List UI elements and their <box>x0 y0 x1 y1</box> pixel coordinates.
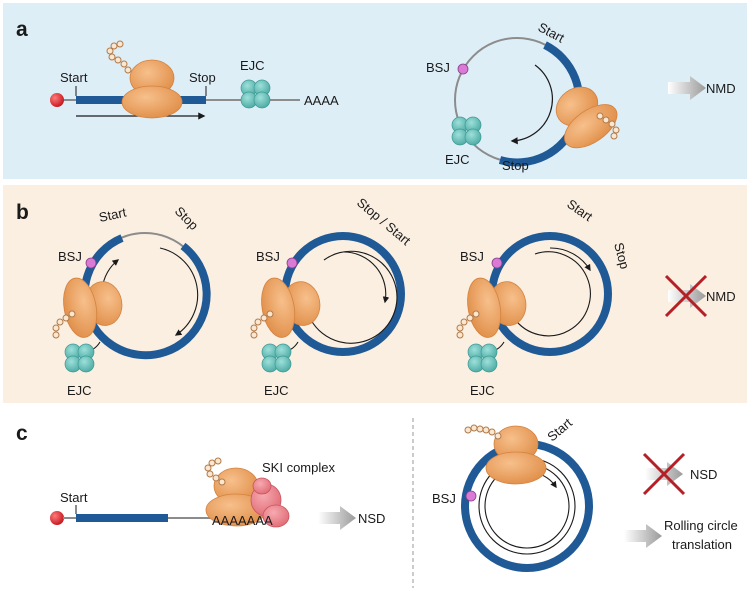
nmd-outcome-label: NMD <box>706 289 736 304</box>
bsj-dot <box>491 257 503 269</box>
panel-b-background <box>3 185 747 403</box>
ejc-label: EJC <box>67 383 92 398</box>
panel-a-letter: a <box>16 18 28 41</box>
coding-region <box>76 514 168 522</box>
start-label: Start <box>60 490 88 505</box>
panel-c-letter: c <box>16 422 28 445</box>
ski-complex-icon <box>250 477 290 528</box>
circrna-orf <box>80 234 211 360</box>
flow-arrow-icon <box>318 506 356 530</box>
ejc-label: EJC <box>240 58 265 73</box>
bsj-label: BSJ <box>58 249 82 264</box>
panel-a-background <box>3 3 747 179</box>
mrna-cap <box>50 93 64 107</box>
bsj-dot <box>465 490 477 502</box>
nsd-outcome-label: NSD <box>690 467 717 482</box>
start-label: Start <box>98 204 128 224</box>
start-label: Start <box>544 415 575 444</box>
stop-label: Stop <box>611 241 632 271</box>
flow-arrow-icon <box>624 524 662 548</box>
nsd-outcome-label: NSD <box>358 511 385 526</box>
start-label: Start <box>60 70 88 85</box>
bsj-label: BSJ <box>426 60 450 75</box>
ejc-label: EJC <box>264 383 289 398</box>
panel-b-letter: b <box>16 201 29 224</box>
bsj-dot <box>85 257 97 269</box>
circrna-translation-arrow <box>159 247 199 336</box>
rolling-circle-label: Rolling circle <box>664 518 738 533</box>
stop-label: Stop <box>502 158 529 173</box>
nascent-peptide-icon <box>204 457 226 486</box>
circrna-translation-arrow <box>343 251 390 304</box>
bsj-label: BSJ <box>432 491 456 506</box>
ejc-label: EJC <box>445 152 470 167</box>
mrna-cap <box>50 511 64 525</box>
ski-complex-label: SKI complex <box>262 460 335 475</box>
bsj-dot <box>457 63 469 75</box>
bsj-label: BSJ <box>256 249 280 264</box>
circrna-translation-arrow <box>513 251 591 337</box>
circrna-translation-arrow <box>549 247 591 272</box>
bsj-dot <box>286 257 298 269</box>
bsj-label: BSJ <box>460 249 484 264</box>
circrna-translation-arrow <box>310 250 398 344</box>
panel-c-linear-mrna: Start <box>50 490 212 525</box>
nmd-outcome-label: NMD <box>706 81 736 96</box>
circrna-translation-arrow <box>510 64 553 145</box>
polya-tail-label: AAAAAAA <box>212 513 273 528</box>
rolling-translation-label: translation <box>672 537 732 552</box>
nascent-peptide-icon <box>464 424 502 440</box>
stop-label: Stop <box>189 70 216 85</box>
polya-tail-label: AAAA <box>304 93 339 108</box>
ejc-label: EJC <box>470 383 495 398</box>
